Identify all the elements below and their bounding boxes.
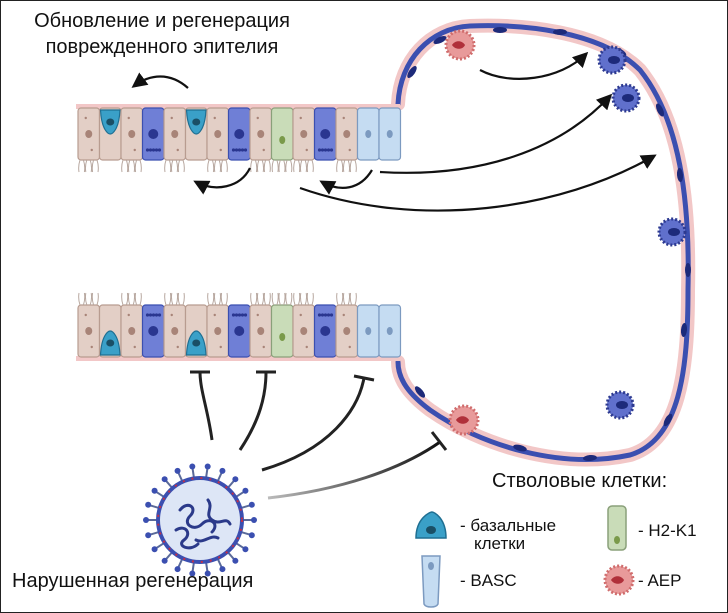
legend-basc-label: - BASC — [460, 571, 517, 590]
basal-cell — [98, 107, 122, 161]
columnar-cell — [120, 304, 144, 358]
legend-title: Стволовые клетки: — [492, 470, 668, 492]
alveolus — [391, 18, 696, 467]
epithelium-regenerating — [76, 104, 402, 173]
virus-icon — [143, 463, 257, 577]
legend-basal-label: - базальные клетки — [460, 517, 556, 553]
aep-cell-icon — [603, 564, 635, 596]
aep-cell — [444, 29, 476, 61]
top-title-line2: поврежденного эпителия — [45, 36, 279, 58]
regeneration-arrows — [131, 51, 657, 212]
legend-h2k1-label: - H2-K1 — [638, 521, 697, 540]
columnar-cell — [249, 107, 273, 161]
arrow-to-alveolus — [299, 154, 657, 212]
inhibition-lines — [190, 370, 448, 500]
arrow-basc-repair — [319, 169, 373, 195]
alveolar-type2-cell — [597, 45, 627, 75]
columnar-cell — [120, 107, 144, 161]
basc-cell — [378, 304, 402, 358]
club-cell — [227, 107, 251, 161]
basal-cell — [184, 107, 208, 161]
legend-basal-line1: - базальные — [460, 516, 557, 535]
club-cell — [141, 304, 165, 358]
columnar-cell — [206, 107, 230, 161]
bottom-title: Нарушенная регенерация — [12, 570, 254, 592]
columnar-cell — [249, 304, 273, 358]
columnar-cell — [335, 304, 359, 358]
basc-cell — [378, 107, 402, 161]
club-cell — [227, 304, 251, 358]
alveolar-type2-cell — [611, 83, 641, 113]
arrow-renewal — [131, 72, 189, 89]
basc-cell — [356, 107, 380, 161]
club-cell — [141, 107, 165, 161]
columnar-cell — [292, 304, 316, 358]
columnar-cell — [77, 304, 101, 358]
aep-cell — [448, 404, 480, 436]
columnar-cell — [163, 107, 187, 161]
columnar-cell — [77, 107, 101, 161]
alveolar-type2-cell — [605, 390, 635, 420]
top-title-line1: Обновление и регенерация — [34, 10, 290, 32]
columnar-cell — [292, 107, 316, 161]
arrow-basc-to-alveolus — [379, 93, 613, 174]
columnar-cell — [163, 304, 187, 358]
basal-cell — [184, 304, 208, 358]
columnar-cell — [335, 107, 359, 161]
basc-cell — [356, 304, 380, 358]
legend-basal-line2: клетки — [474, 534, 526, 553]
basc-cell-icon — [421, 555, 441, 608]
basal-cell — [98, 304, 122, 358]
columnar-cell — [206, 304, 230, 358]
h2k1-cell-icon — [607, 505, 627, 551]
arrow-aep-to-at2 — [479, 51, 589, 80]
arrow-basal-repair — [193, 167, 251, 195]
basal-cell-icon — [415, 511, 447, 539]
epithelium-impaired — [76, 292, 402, 361]
club-cell — [313, 107, 337, 161]
h2k1-cell — [270, 107, 294, 161]
alveolar-type2-cell — [657, 217, 687, 247]
h2k1-cell — [270, 304, 294, 358]
top-title: Обновление и регенерация поврежденного э… — [12, 8, 312, 60]
club-cell — [313, 304, 337, 358]
legend-aep-label: - AEP — [638, 571, 682, 590]
